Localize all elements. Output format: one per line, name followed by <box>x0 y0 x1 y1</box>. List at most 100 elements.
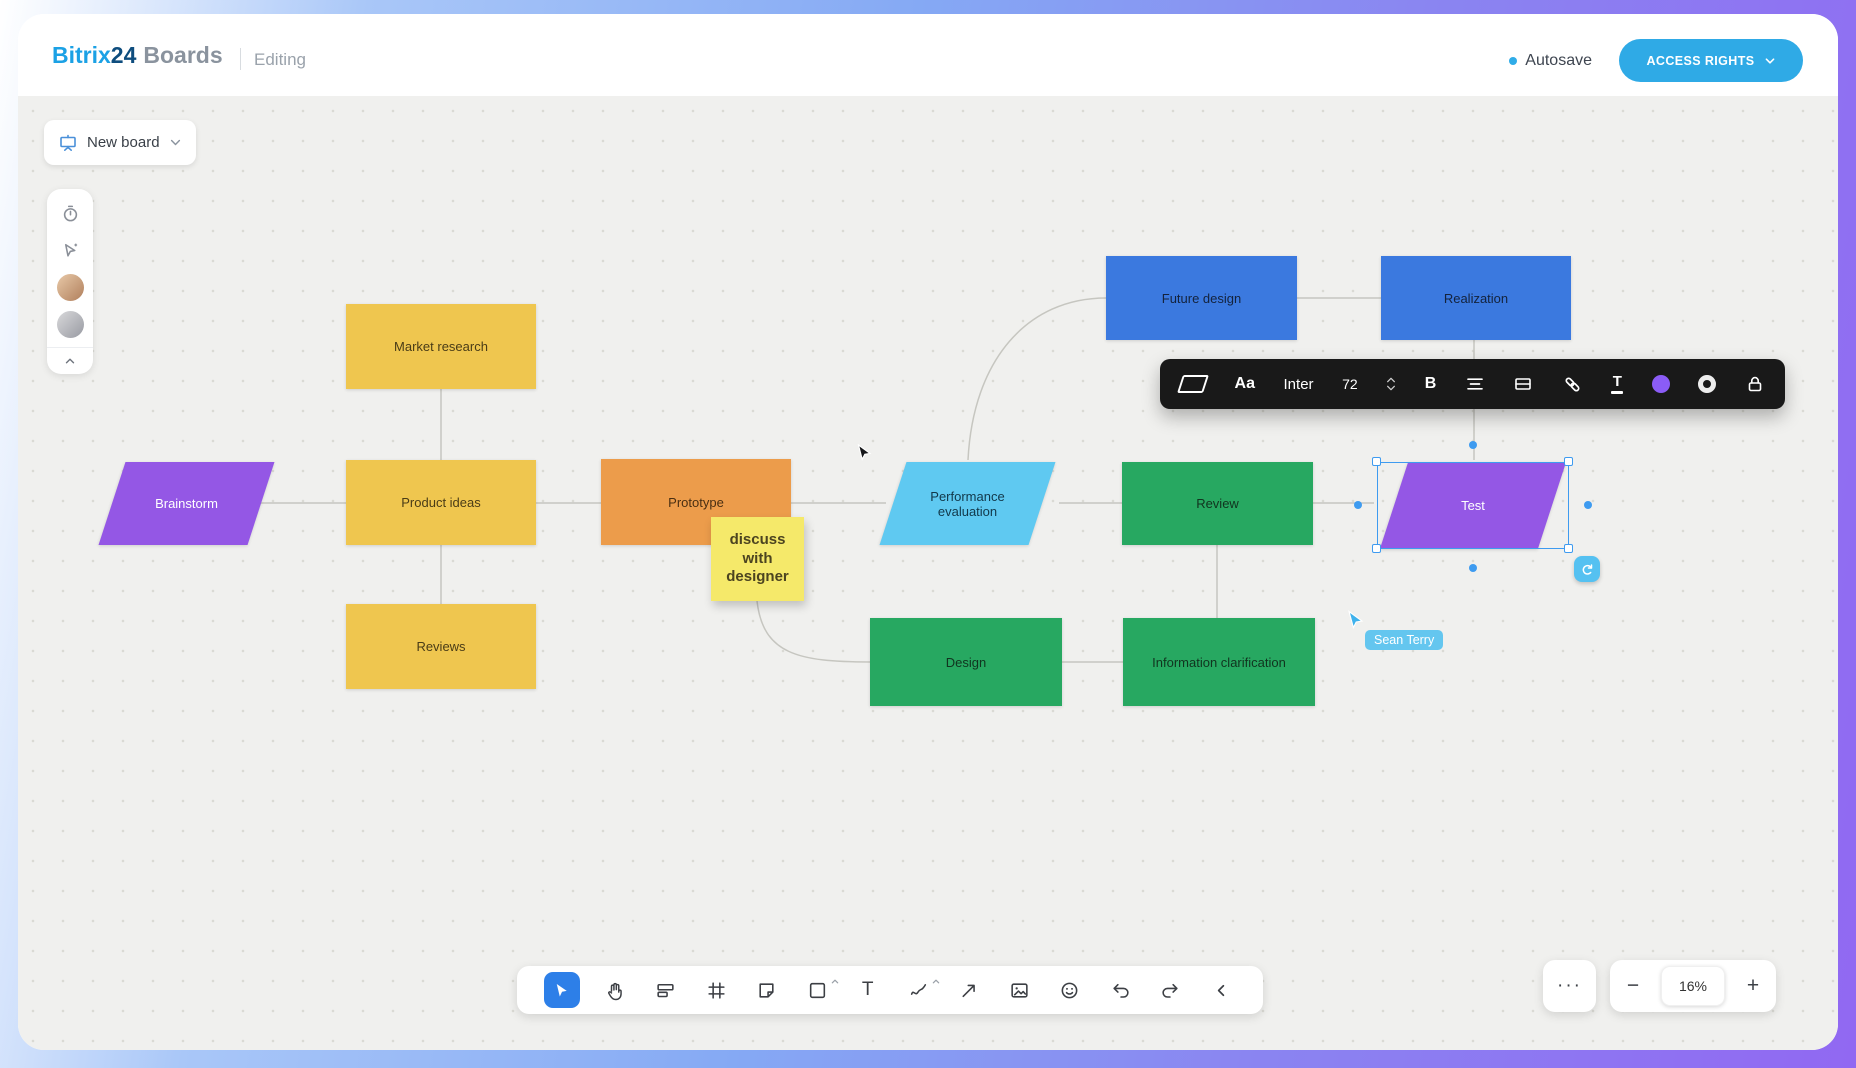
shape-label: Prototype <box>668 494 724 510</box>
format-toolbar: Aa Inter 72 B T <box>1160 359 1785 409</box>
stroke-color-button[interactable] <box>1698 375 1717 393</box>
shape-label: Realization <box>1443 290 1509 306</box>
border-style-button[interactable] <box>1513 374 1533 394</box>
sections-tool-button[interactable] <box>651 975 681 1005</box>
board-selector-label: New board <box>87 134 160 151</box>
align-center-icon <box>1466 378 1483 390</box>
image-icon <box>1011 982 1028 998</box>
align-button[interactable] <box>1465 374 1485 394</box>
chevron-up-icon <box>65 358 75 364</box>
shape-icon <box>809 982 825 998</box>
zoom-in-button[interactable]: + <box>1746 974 1760 997</box>
mode-label: Editing <box>254 50 306 69</box>
link-button[interactable] <box>1562 374 1583 395</box>
stepper-up-icon[interactable] <box>1386 377 1396 383</box>
link-icon <box>1565 376 1580 392</box>
collapse-toolbar-button[interactable] <box>1206 975 1236 1005</box>
text-color-button[interactable]: T <box>1611 374 1624 394</box>
shape-label: Market research <box>394 339 488 354</box>
frame-icon <box>707 981 725 999</box>
chevron-up-icon <box>932 979 940 984</box>
reset-rotation-button[interactable] <box>1574 556 1600 582</box>
connector-point-top[interactable] <box>1469 441 1477 449</box>
shape-tool-button[interactable] <box>802 975 839 1005</box>
shape-label: Test <box>1461 498 1485 513</box>
shape-market-research[interactable]: Market research <box>346 304 536 389</box>
shape-label: Product ideas <box>401 495 481 510</box>
undo-button[interactable] <box>1105 975 1135 1005</box>
chevron-down-icon <box>1765 57 1774 64</box>
shape-future-design[interactable]: Future design <box>1106 256 1297 340</box>
arrow-tool-button[interactable] <box>954 975 984 1005</box>
collaborator-pointer-icon <box>1348 610 1364 630</box>
shape-prototype[interactable]: Prototype <box>601 459 791 545</box>
board-icon <box>60 134 76 151</box>
font-button[interactable]: Aa <box>1234 375 1255 392</box>
resize-handle-top-left[interactable] <box>1372 457 1381 466</box>
chevron-down-icon <box>170 139 180 146</box>
shape-brainstorm[interactable]: Brainstorm <box>95 462 278 545</box>
lock-icon <box>1748 376 1762 392</box>
sticky-note-tool-button[interactable] <box>752 975 782 1005</box>
avatar <box>56 310 84 338</box>
shape-style-button[interactable] <box>1177 375 1209 393</box>
header-divider <box>240 48 241 70</box>
logo-boards: Boards <box>143 42 223 68</box>
resize-handle-bottom-right[interactable] <box>1564 544 1573 553</box>
font-size-stepper[interactable] <box>1386 377 1396 391</box>
board-selector-button[interactable]: New board <box>44 120 196 165</box>
collaborator-avatar[interactable] <box>56 310 84 338</box>
resize-handle-bottom-left[interactable] <box>1372 544 1381 553</box>
shape-product-ideas[interactable]: Product ideas <box>346 460 536 545</box>
tool-toolbar: T <box>517 966 1263 1014</box>
text-tool-button[interactable]: T <box>853 975 883 1005</box>
shape-test[interactable]: Test <box>1377 462 1569 549</box>
board-canvas[interactable] <box>18 96 1838 1050</box>
chevron-left-icon <box>1217 984 1225 996</box>
redo-button[interactable] <box>1156 975 1186 1005</box>
parallelogram-shape-icon <box>1177 375 1209 393</box>
image-tool-button[interactable] <box>1004 975 1034 1005</box>
autosave-status: Autosave <box>1509 52 1592 70</box>
bold-button[interactable]: B <box>1424 375 1437 392</box>
logo-24: 24 <box>110 42 137 68</box>
shape-review[interactable]: Review <box>1122 462 1313 545</box>
hand-icon <box>607 982 622 1000</box>
access-rights-button[interactable]: ACCESS RIGHTS <box>1619 39 1803 82</box>
autosave-dot-icon <box>1509 57 1518 65</box>
sections-icon <box>657 983 674 997</box>
connector-point-left[interactable] <box>1354 501 1362 509</box>
emoji-tool-button[interactable] <box>1055 975 1085 1005</box>
timer-button[interactable] <box>56 199 84 227</box>
shape-information-clarification[interactable]: Information clarification <box>1123 618 1315 706</box>
fill-color-button[interactable] <box>1651 375 1670 393</box>
font-family-select[interactable]: Inter <box>1283 375 1314 393</box>
shape-design[interactable]: Design <box>870 618 1062 706</box>
fill-color-swatch <box>1651 375 1670 393</box>
sticky-note-icon <box>759 982 774 998</box>
connector-point-bottom[interactable] <box>1469 564 1477 572</box>
shape-performance-evaluation[interactable]: Performance evaluation <box>876 462 1059 545</box>
access-rights-label: ACCESS RIGHTS <box>1646 53 1755 68</box>
sticky-note[interactable]: discuss with designer <box>711 517 804 601</box>
zoom-out-button[interactable]: − <box>1626 974 1640 997</box>
collapse-presence-button[interactable] <box>47 347 93 368</box>
frame-tool-button[interactable] <box>701 975 731 1005</box>
zoom-level[interactable]: 16% <box>1661 966 1725 1006</box>
draw-tool-button[interactable] <box>903 975 940 1005</box>
shape-label: Information clarification <box>1152 654 1286 670</box>
hand-tool-button[interactable] <box>600 975 630 1005</box>
stepper-down-icon[interactable] <box>1386 385 1396 391</box>
follow-pointer-button[interactable] <box>56 236 84 264</box>
font-size-value[interactable]: 72 <box>1342 376 1358 392</box>
more-options-button[interactable]: ··· <box>1543 960 1596 1012</box>
shape-realization[interactable]: Realization <box>1381 256 1571 340</box>
collaborator-avatar[interactable] <box>56 273 84 301</box>
select-tool-button[interactable] <box>543 972 580 1008</box>
pointer-icon <box>64 243 77 257</box>
connector-point-right[interactable] <box>1584 501 1592 509</box>
lock-button[interactable] <box>1745 374 1765 394</box>
resize-handle-top-right[interactable] <box>1564 457 1573 466</box>
shape-reviews[interactable]: Reviews <box>346 604 536 689</box>
